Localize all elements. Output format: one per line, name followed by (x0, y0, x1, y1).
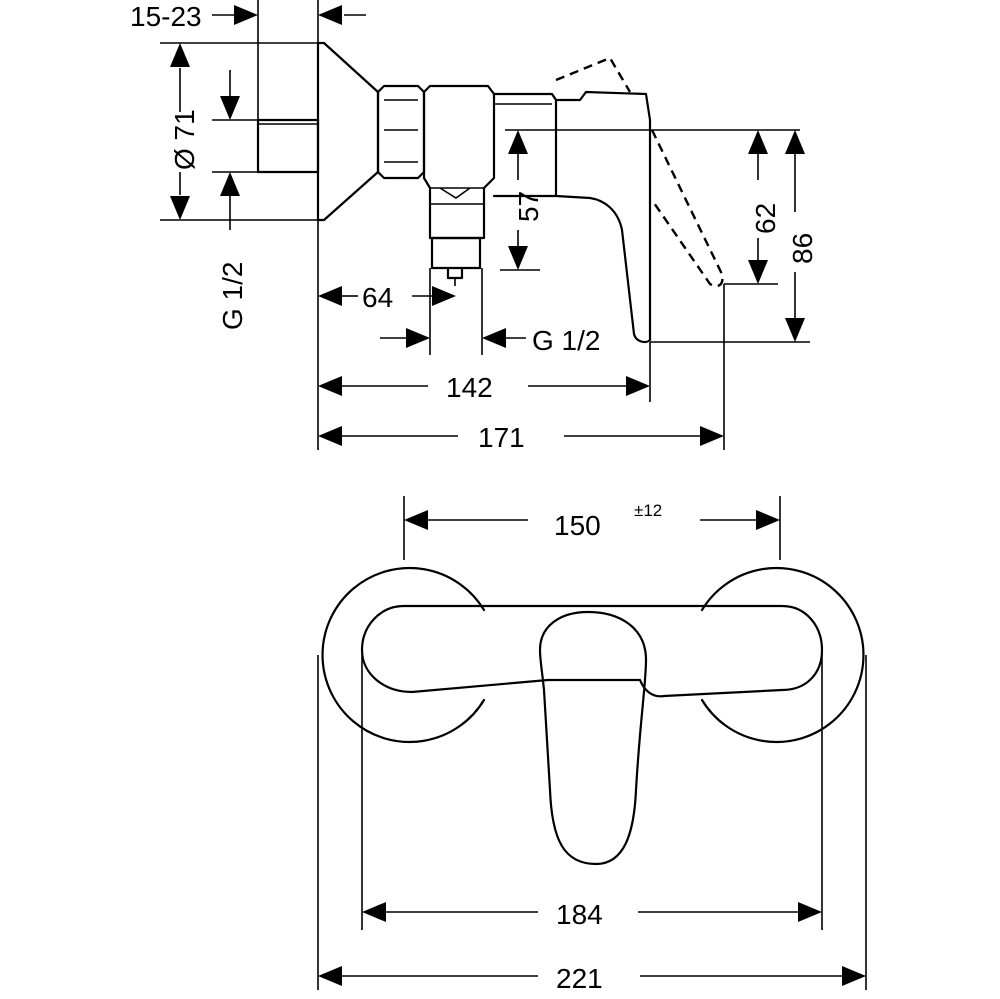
dim-86: 86 (787, 233, 818, 264)
front-view: 150 ±12 184 221 (317, 496, 867, 994)
lever-raised-position (555, 56, 632, 93)
dim-150: 150 (554, 510, 601, 541)
left-rosette (321, 566, 486, 744)
cartridge-housing (492, 92, 558, 198)
dim-57: 57 (513, 191, 544, 222)
wall-flange (316, 41, 380, 222)
dim-64: 64 (362, 282, 393, 313)
inlet-pipe-stub (256, 118, 320, 174)
mixer-body-front (360, 604, 824, 698)
dim-171: 171 (478, 422, 525, 453)
mixer-body (422, 84, 496, 240)
dim-flange-diameter: Ø 71 (169, 109, 200, 170)
dim-142: 142 (446, 372, 493, 403)
dim-inlet-thread: G 1/2 (217, 262, 248, 330)
dim-150-tolerance: ±12 (634, 501, 662, 520)
right-rosette (700, 566, 865, 744)
dim-62: 62 (750, 203, 781, 234)
dim-184: 184 (556, 899, 603, 930)
dim-221: 221 (556, 963, 603, 994)
lever-handle (554, 90, 652, 344)
lever-front (538, 610, 648, 866)
dim-15-23: 15-23 (130, 1, 202, 32)
outlet-fitting (430, 236, 482, 270)
dim-outlet-thread: G 1/2 (532, 325, 600, 356)
side-view: 15-23 Ø 71 G 1/2 64 G 1/2 (130, 0, 818, 453)
